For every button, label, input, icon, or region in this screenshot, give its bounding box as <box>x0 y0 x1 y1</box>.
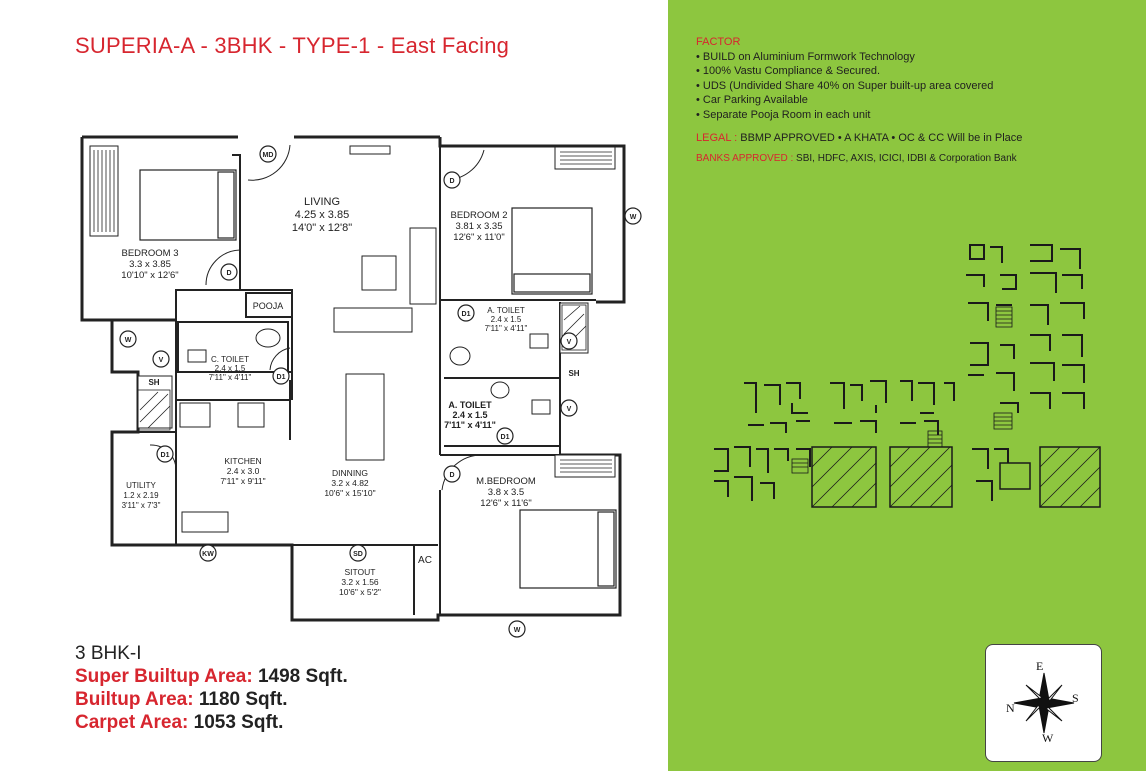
area-summary: 3 BHK-I Super Builtup Area: 1498 Sqft. B… <box>75 642 348 734</box>
dinning-metric: 3.2 x 4.82 <box>331 478 369 488</box>
atoilet2-name: A. TOILET <box>448 400 492 410</box>
key-plan-drawing <box>714 244 1101 508</box>
atoilet1-name: A. TOILET <box>487 306 525 315</box>
legal-text: BBMP APPROVED • A KHATA • OC & CC Will b… <box>740 132 1023 144</box>
tag-v: V <box>567 339 572 346</box>
tag-w: W <box>514 627 521 634</box>
factor-item: • 100% Vastu Compliance & Secured. <box>696 65 881 77</box>
super-area-label: Super Builtup Area: <box>75 666 253 687</box>
sitout-imperial: 10'6" x 5'2" <box>339 587 381 597</box>
kitchen-imperial: 7'11" x 9'11" <box>220 476 265 486</box>
builtup-area-label: Builtup Area: <box>75 689 194 710</box>
carpet-area-label: Carpet Area: <box>75 712 189 733</box>
tag-sh: SH <box>148 378 159 387</box>
ctoilet-imperial: 7'11" x 4'11" <box>209 373 252 382</box>
living-imperial: 14'0" x 12'8" <box>292 222 352 234</box>
ctoilet-name: C. TOILET <box>211 355 249 364</box>
banks-line: BANKS APPROVED : SBI, HDFC, AXIS, ICICI,… <box>696 153 1017 164</box>
compass-rose: E W N S <box>985 644 1102 762</box>
utility-metric: 1.2 x 2.19 <box>123 491 159 500</box>
compass-icon <box>1013 672 1075 734</box>
dinning-name: DINNING <box>332 468 368 478</box>
floor-plan-drawing: BEDROOM 3 3.3 x 3.85 10'10" x 12'6" LIVI… <box>80 135 642 638</box>
banks-text: SBI, HDFC, AXIS, ICICI, IDBI & Corporati… <box>796 153 1017 164</box>
atoilet2-imperial: 7'11" x 4'11" <box>444 420 496 430</box>
factor-item: • Separate Pooja Room in each unit <box>696 108 871 121</box>
tag-ac: AC <box>418 555 432 566</box>
tag-d1: D1 <box>501 434 510 441</box>
tag-sd: SD <box>353 551 363 558</box>
compass-e: E <box>1036 659 1044 673</box>
dinning-imperial: 10'6" x 15'10" <box>324 488 375 498</box>
banks-label: BANKS APPROVED : <box>696 153 794 164</box>
living-name: LIVING <box>304 196 340 208</box>
tag-w: W <box>630 214 637 221</box>
pooja-name: POOJA <box>253 301 284 311</box>
factor-list: FACTOR • BUILD on Aluminium Formwork Tec… <box>696 35 993 122</box>
tag-v: V <box>159 357 164 364</box>
tag-d: D <box>449 178 454 185</box>
floor-plan-panel: SUPERIA-A - 3BHK - TYPE-1 - East Facing <box>75 33 642 734</box>
factor-heading: FACTOR <box>696 36 741 48</box>
tag-d1: D1 <box>462 311 471 318</box>
tag-kw: KW <box>202 551 214 558</box>
sitout-metric: 3.2 x 1.56 <box>341 577 379 587</box>
legal-label: LEGAL : <box>696 132 738 144</box>
compass-w: W <box>1042 731 1054 745</box>
tag-v: V <box>567 406 572 413</box>
carpet-area-value: 1053 Sqft. <box>193 712 284 733</box>
atoilet2-metric: 2.4 x 1.5 <box>452 410 487 420</box>
factor-item: • BUILD on Aluminium Formwork Technology <box>696 50 915 63</box>
tag-md: MD <box>263 152 274 159</box>
tag-d: D <box>449 472 454 479</box>
info-panel <box>668 0 1146 771</box>
utility-name: UTILITY <box>126 481 156 490</box>
tag-sh: SH <box>568 369 579 378</box>
ctoilet-metric: 2.4 x 1.5 <box>215 364 246 373</box>
mbedroom-name: M.BEDROOM <box>476 476 536 487</box>
compass-s: S <box>1072 691 1079 705</box>
mbedroom-imperial: 12'6" x 11'6" <box>480 498 531 509</box>
tag-d1: D1 <box>161 452 170 459</box>
bedroom3-metric: 3.3 x 3.85 <box>129 259 171 270</box>
plan-title: SUPERIA-A - 3BHK - TYPE-1 - East Facing <box>75 33 510 58</box>
bedroom2-imperial: 12'6" x 11'0" <box>453 232 504 243</box>
legal-line: LEGAL : BBMP APPROVED • A KHATA • OC & C… <box>696 132 1022 144</box>
builtup-area-value: 1180 Sqft. <box>198 689 288 710</box>
factor-item: • Car Parking Available <box>696 94 808 106</box>
utility-imperial: 3'11" x 7'3" <box>122 501 161 510</box>
bedroom2-name: BEDROOM 2 <box>450 210 507 221</box>
bedroom3-imperial: 10'10" x 12'6" <box>121 270 178 281</box>
factor-item: • UDS (Undivided Share 40% on Super buil… <box>696 79 994 92</box>
bedroom3-name: BEDROOM 3 <box>121 248 178 259</box>
super-area-value: 1498 Sqft. <box>257 666 348 687</box>
unit-type: 3 BHK-I <box>75 643 142 664</box>
compass-n: N <box>1006 701 1015 715</box>
tag-w: W <box>125 337 132 344</box>
tag-d1: D1 <box>277 374 286 381</box>
mbedroom-metric: 3.8 x 3.5 <box>488 487 524 498</box>
kitchen-metric: 2.4 x 3.0 <box>227 466 260 476</box>
tag-d: D <box>226 270 231 277</box>
atoilet1-metric: 2.4 x 1.5 <box>491 315 522 324</box>
sitout-name: SITOUT <box>344 567 375 577</box>
bedroom2-metric: 3.81 x 3.35 <box>455 221 502 232</box>
living-metric: 4.25 x 3.85 <box>295 209 349 221</box>
atoilet1-imperial: 7'11" x 4'11" <box>485 324 528 333</box>
kitchen-name: KITCHEN <box>224 456 261 466</box>
